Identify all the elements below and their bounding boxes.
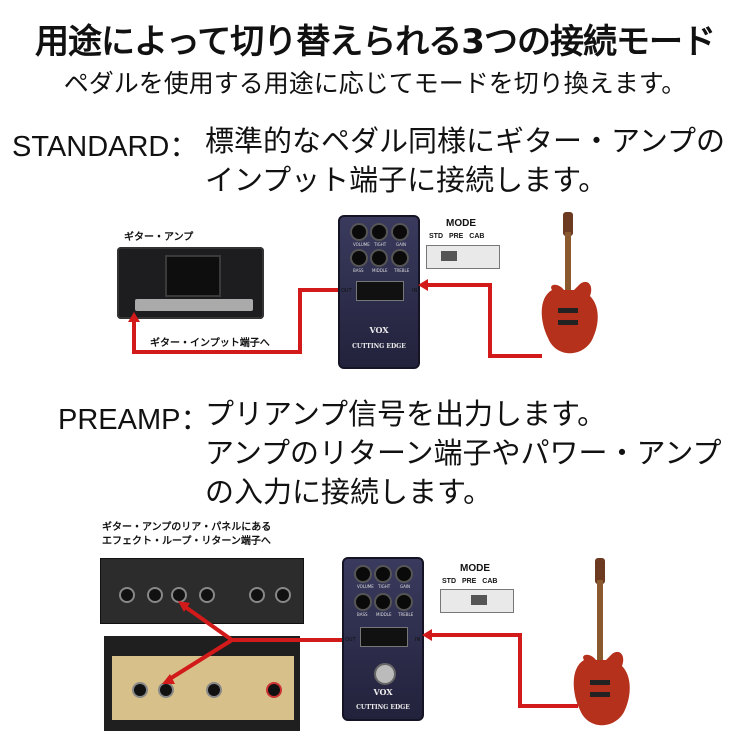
rear-jack: [201, 589, 213, 601]
knob-label-middle: MIDDLE: [372, 268, 388, 273]
mode-switch-standard: [426, 245, 500, 269]
cable-arrow-amp-in: [128, 312, 140, 322]
knob-volume: [356, 567, 370, 581]
preamp-description: プリアンプ信号を出力します。 アンプのリターン端子やパワー・アンプ の入力に接続…: [205, 395, 722, 512]
knob-label-bass: BASS: [357, 612, 368, 617]
guitar-preamp: [573, 558, 630, 726]
pedal-out-label: OUT: [345, 637, 356, 643]
rear-panel-top-image: [100, 558, 304, 624]
rear-panel-label-line-2: エフェクト・ループ・リターン端子へ: [102, 536, 271, 547]
mode-switch-title: MODE: [460, 563, 490, 574]
rear-jack: [149, 589, 161, 601]
pedal-out-label: OUT: [341, 288, 352, 294]
mode-switch-title: MODE: [446, 218, 476, 229]
rear-jack: [173, 589, 185, 601]
cable-arrow-pedal-in: [422, 629, 432, 641]
knob-gain: [393, 225, 407, 239]
knob-bass: [352, 251, 366, 265]
mode-switch-preamp: [440, 589, 514, 613]
rear-jack: [277, 589, 289, 601]
rear-jack: [268, 684, 280, 696]
page-subtitle: ペダルを使用する用途に応じてモードを切り換えます。: [63, 69, 687, 98]
knob-treble: [397, 595, 411, 609]
knob-label-tight: TIGHT: [378, 584, 391, 589]
standard-desc-line-1: 標準的なペダル同様にギター・アンプの: [205, 124, 725, 158]
page-title: 用途によって切り替えられる3つの接続モード: [35, 22, 716, 62]
mode-switch-knob: [441, 251, 457, 261]
knob-label-treble: TREBLE: [398, 612, 414, 617]
mode-switch-knob: [471, 595, 487, 605]
cable-branch-top: [182, 604, 234, 642]
pedal-in-label: IN: [415, 637, 421, 643]
rear-panel-label: ギター・アンプのリア・パネルにある エフェクト・ループ・リターン端子へ: [102, 521, 271, 549]
cable-arrow-pedal-in: [418, 279, 428, 291]
knob-tight: [372, 225, 386, 239]
pedal-name: CUTTING EDGE: [352, 343, 406, 350]
knob-label-middle: MIDDLE: [376, 612, 392, 617]
knob-label-tight: TIGHT: [374, 242, 387, 247]
cable-arrow-top: [178, 601, 190, 612]
pedal-preamp: VOLUME TIGHT GAIN BASS MIDDLE TREBLE VOX…: [342, 557, 424, 721]
cable-branch-bottom: [166, 638, 234, 682]
pedal-name: CUTTING EDGE: [356, 704, 410, 711]
rear-panel-face: [112, 656, 294, 720]
knob-gain: [397, 567, 411, 581]
amp-grille: [165, 255, 221, 297]
rear-jack: [134, 684, 146, 696]
footswitch: [374, 663, 396, 685]
preamp-desc-line-2: アンプのリターン端子やパワー・アンプ: [205, 436, 722, 470]
knob-label-treble: TREBLE: [394, 268, 410, 273]
rear-jack: [251, 589, 263, 601]
mode-switch-options: STD PRE CAB: [429, 233, 485, 240]
knob-label-bass: BASS: [353, 268, 364, 273]
rear-jack: [121, 589, 133, 601]
pedal-screen: [356, 281, 404, 301]
knob-label-gain: GAIN: [400, 584, 411, 589]
preamp-mode-label: PREAMP：: [58, 404, 210, 436]
knob-middle: [376, 595, 390, 609]
knob-tight: [376, 567, 390, 581]
cable-arrow-bottom: [162, 674, 175, 684]
preamp-desc-line-1: プリアンプ信号を出力します。: [205, 397, 607, 431]
knob-label-volume: VOLUME: [353, 242, 370, 247]
guitar-standard: [541, 212, 598, 354]
knob-label-gain: GAIN: [396, 242, 407, 247]
rear-jack: [160, 684, 172, 696]
mode-switch-options: STD PRE CAB: [442, 578, 498, 585]
standard-desc-line-2: インプット端子に接続します。: [205, 163, 608, 197]
pedal-in-label: IN: [412, 288, 418, 294]
standard-description: 標準的なペダル同様にギター・アンプの インプット端子に接続します。: [205, 122, 725, 200]
cable-guitar-to-pedal: [424, 283, 542, 358]
knob-bass: [356, 595, 370, 609]
guitar-amp-image: [117, 247, 264, 319]
knob-volume: [352, 225, 366, 239]
knob-treble: [393, 251, 407, 265]
amp-label: ギター・アンプ: [124, 232, 194, 243]
pedal-brand: VOX: [373, 687, 393, 697]
pedal-standard: VOLUME TIGHT GAIN BASS MIDDLE TREBLE VOX…: [338, 215, 420, 369]
rear-panel-label-line-1: ギター・アンプのリア・パネルにある: [102, 522, 272, 533]
amp-jack-label: ギター・インプット端子へ: [150, 338, 270, 349]
rear-jack: [208, 684, 220, 696]
preamp-desc-line-3: の入力に接続します。: [205, 475, 493, 509]
cable-pedal-to-amp: [132, 288, 338, 354]
knob-label-volume: VOLUME: [357, 584, 374, 589]
rear-panel-bottom-image: [104, 636, 300, 731]
knob-middle: [372, 251, 386, 265]
cable-guitar-to-pedal: [428, 633, 578, 708]
pedal-screen: [360, 627, 408, 647]
amp-control-panel: [135, 299, 253, 311]
pedal-brand: VOX: [369, 325, 389, 335]
standard-mode-label: STANDARD：: [12, 131, 199, 163]
